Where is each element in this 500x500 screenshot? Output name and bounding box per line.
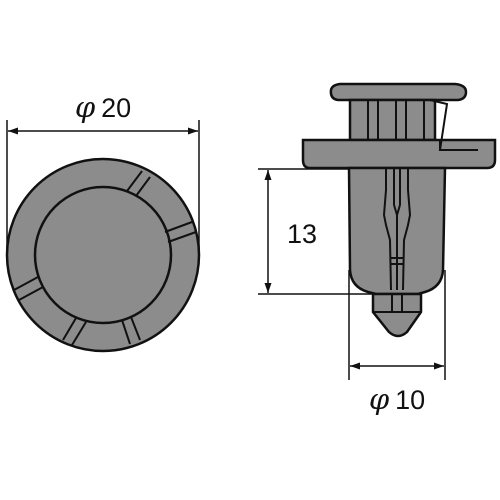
flange bbox=[301, 138, 497, 170]
cap-neck bbox=[348, 98, 437, 142]
cap-neck-ribs bbox=[367, 100, 425, 140]
head-inner-disk bbox=[33, 185, 173, 325]
head-slot-lines bbox=[13, 170, 197, 346]
flange-notch bbox=[429, 99, 478, 151]
pin-tip-lines bbox=[373, 294, 421, 313]
cap-top bbox=[329, 82, 468, 102]
pin-tip bbox=[371, 292, 423, 338]
shank-slot bbox=[382, 168, 412, 291]
shank-length-label: 13 bbox=[287, 219, 317, 249]
